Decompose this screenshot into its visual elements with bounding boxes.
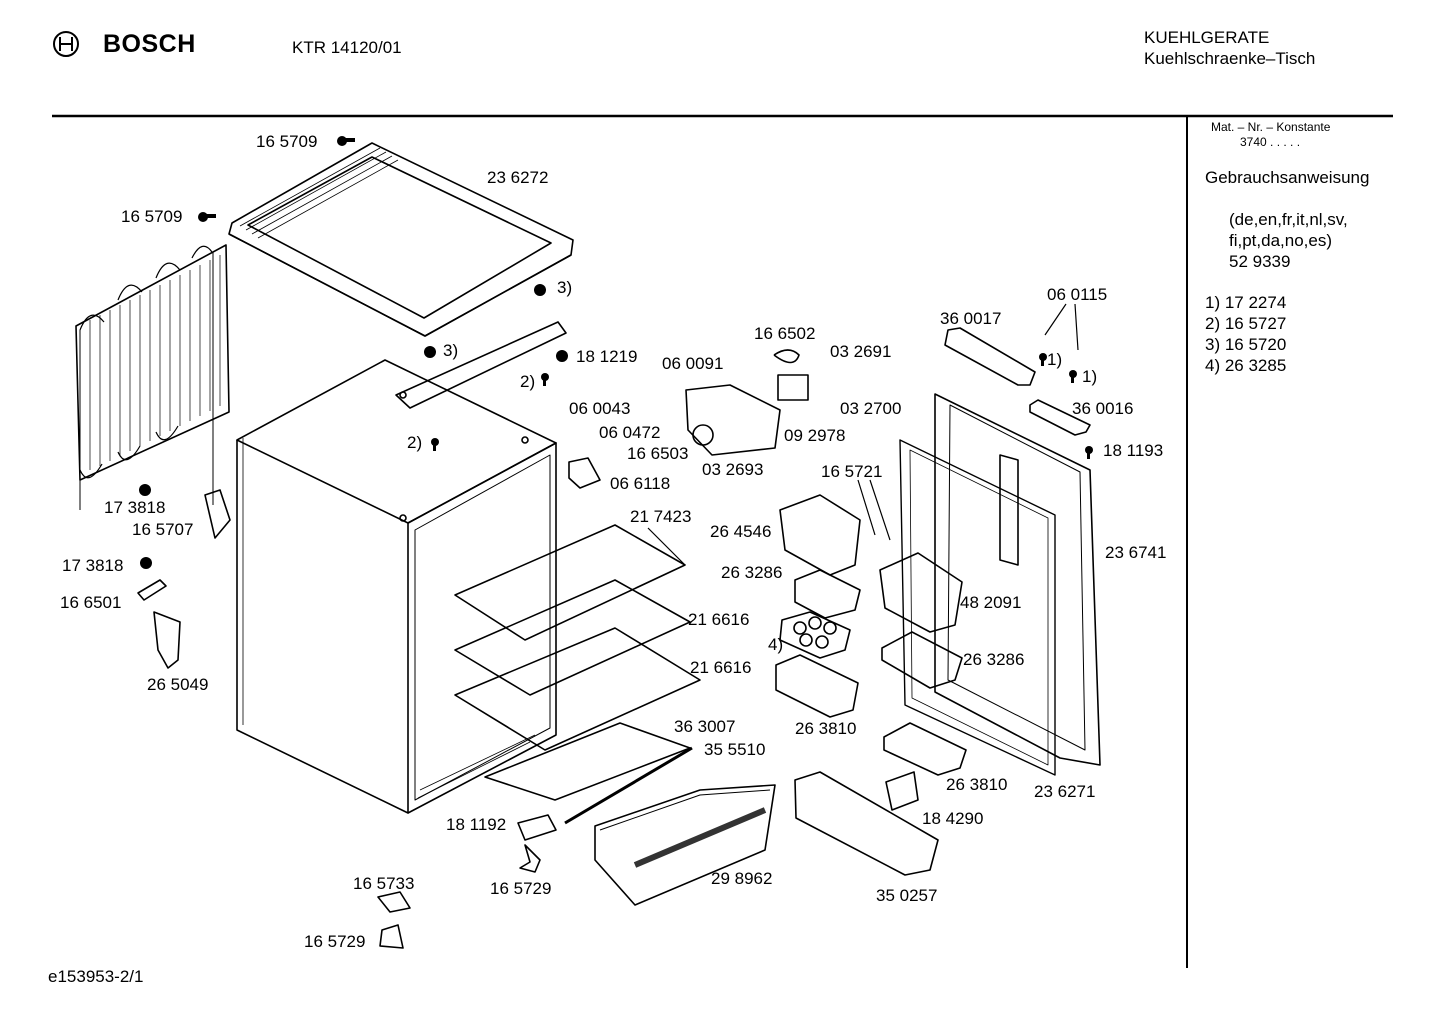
- part-label: 16 6502: [754, 324, 816, 343]
- part-label: 18 1192: [446, 815, 507, 834]
- part-label: 26 4546: [710, 522, 772, 541]
- cabinet: [236, 359, 557, 814]
- category-line-2: Kuehlschraenke–Tisch: [1144, 49, 1316, 68]
- crisper-drawer: [594, 784, 776, 906]
- manual-number: 52 9339: [1229, 252, 1291, 271]
- part-label: 06 6118: [610, 474, 671, 493]
- part-label: 35 5510: [704, 740, 766, 759]
- part-label: 26 3286: [963, 650, 1025, 669]
- part-label: 16 5709: [256, 132, 318, 151]
- part-label: 16 6501: [60, 593, 122, 612]
- shelves: [454, 524, 701, 825]
- part-label: 29 8962: [711, 869, 773, 888]
- part-label: 35 0257: [876, 886, 938, 905]
- part-label: 36 3007: [674, 717, 736, 736]
- part-label: 16 6503: [627, 444, 689, 463]
- footnote-item: 4) 26 3285: [1205, 356, 1287, 375]
- mat-nr-value: 3740 . . . . .: [1240, 135, 1301, 149]
- model-number: KTR 14120/01: [292, 38, 402, 57]
- mounting-rail: [395, 321, 567, 409]
- part-label: 16 5709: [121, 207, 183, 226]
- drawing-id: e153953-2/1: [48, 967, 144, 986]
- part-label: 03 2693: [702, 460, 764, 479]
- condenser: [75, 244, 230, 510]
- part-label: 17 3818: [104, 498, 166, 517]
- part-label: 21 6616: [690, 658, 752, 677]
- part-label: 48 2091: [960, 593, 1022, 612]
- part-label: 2): [407, 433, 423, 452]
- part-label: 1): [1082, 367, 1098, 386]
- mat-nr-label: Mat. – Nr. – Konstante: [1211, 120, 1331, 134]
- part-label: 21 7423: [630, 507, 692, 526]
- part-label: 16 5729: [490, 879, 552, 898]
- screw-icons: [139, 136, 1093, 569]
- manual-title: Gebrauchsanweisung: [1205, 168, 1370, 187]
- part-label: 06 0091: [662, 354, 724, 373]
- leader-21-7423: [647, 527, 686, 566]
- part-label: 18 1193: [1103, 441, 1164, 460]
- top-cover: [228, 142, 574, 337]
- part-label: 16 5729: [304, 932, 366, 951]
- thermostat-housing: [685, 349, 809, 456]
- part-label: 21 6616: [688, 610, 750, 629]
- part-label: 23 6741: [1105, 543, 1167, 562]
- part-label: 16 5733: [353, 874, 415, 893]
- part-label: 1): [1047, 350, 1063, 369]
- part-label: 26 3810: [946, 775, 1008, 794]
- footnote-item: 2) 16 5727: [1205, 314, 1287, 333]
- part-label: 03 2700: [840, 399, 902, 418]
- part-label: 16 5721: [821, 462, 883, 481]
- part-label: 06 0115: [1047, 285, 1108, 304]
- part-label: 18 4290: [922, 809, 984, 828]
- manual-languages-2: fi,pt,da,no,es): [1229, 231, 1333, 250]
- leader-06-0115: [1044, 303, 1079, 351]
- part-label: 2): [520, 372, 536, 391]
- footnote-item: 1) 17 2274: [1205, 293, 1287, 312]
- bosch-logo-icon: [53, 31, 79, 57]
- part-label: 09 2978: [784, 426, 846, 445]
- part-label: 03 2691: [830, 342, 892, 361]
- part-label: 06 0043: [569, 399, 631, 418]
- part-label: 36 0016: [1072, 399, 1134, 418]
- footnote-item: 3) 16 5720: [1205, 335, 1287, 354]
- part-label: 4): [768, 635, 784, 654]
- small-fixtures: [137, 327, 1091, 949]
- door: [899, 393, 1101, 776]
- leader-16-5721: [857, 479, 891, 541]
- brand-name: BOSCH: [103, 30, 196, 58]
- part-label: 23 6271: [1034, 782, 1096, 801]
- part-label: 16 5707: [132, 520, 194, 539]
- part-label: 26 5049: [147, 675, 209, 694]
- part-label: 18 1219: [576, 347, 638, 366]
- part-label: 26 3286: [721, 563, 783, 582]
- part-label: 26 3810: [795, 719, 857, 738]
- part-label: 3): [557, 278, 573, 297]
- part-label: 06 0472: [599, 423, 661, 442]
- door-bins: [775, 494, 967, 876]
- part-label: 23 6272: [487, 168, 549, 187]
- category-line-1: KUEHLGERATE: [1144, 28, 1270, 47]
- part-label: 36 0017: [940, 309, 1002, 328]
- part-label: 3): [443, 341, 459, 360]
- part-label: 17 3818: [62, 556, 124, 575]
- manual-languages-1: (de,en,fr,it,nl,sv,: [1229, 210, 1348, 229]
